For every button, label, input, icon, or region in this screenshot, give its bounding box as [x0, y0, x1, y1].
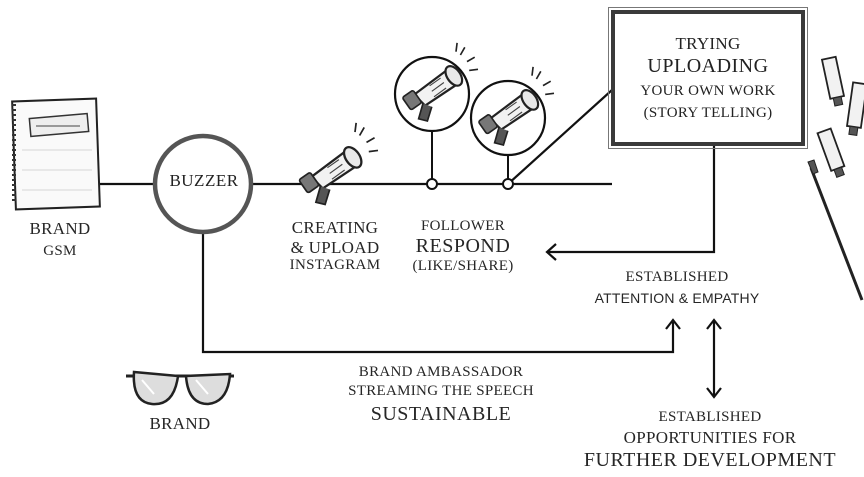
notebook-icon	[11, 97, 101, 211]
flow-line-diagonal	[507, 89, 613, 185]
ambassador-line-3: SUSTAINABLE	[370, 402, 512, 425]
buzzer-circle	[152, 133, 254, 235]
creating-label: CREATING & UPLOAD INSTAGRAM	[270, 218, 400, 274]
double-arrow-head-up	[706, 318, 722, 330]
follower-label: FOLLOWER RESPOND (LIKE/SHARE)	[398, 218, 528, 276]
ambassador-line-1: BRAND AMBASSADOR	[358, 364, 524, 380]
trying-box: TRYING UPLOADING YOUR OWN WORK (STORY TE…	[608, 7, 808, 149]
follower-node-2	[502, 178, 514, 190]
established-opportunities-label: ESTABLISHED OPPORTUNITIES FOR FURTHER DE…	[560, 409, 860, 472]
creating-line-1: CREATING	[291, 218, 379, 237]
brand-ambassador-label: BRAND AMBASSADOR STREAMING THE SPEECH SU…	[326, 364, 556, 426]
follower-line-1: FOLLOWER	[420, 218, 506, 234]
buzzer-label: BUZZER	[169, 171, 239, 190]
trying-line-3: YOUR OWN WORK	[640, 83, 776, 100]
attention-line-2: ATTENTION & EMPATHY	[594, 290, 760, 307]
opportunities-line-2: OPPORTUNITIES FOR	[623, 428, 797, 448]
respond-arrow-line	[548, 146, 716, 254]
ambassador-line	[201, 232, 675, 354]
trying-line-4: (STORY TELLING)	[643, 105, 773, 122]
established-attention-label: ESTABLISHED ATTENTION & EMPATHY	[562, 269, 792, 306]
glasses-icon	[126, 370, 234, 406]
paint-tube-icon	[816, 127, 846, 178]
paint-tube-icon	[845, 81, 864, 136]
brand-gsm-label: BRAND GSM	[14, 219, 106, 260]
creating-line-2: & UPLOAD	[290, 237, 380, 257]
megaphone-icon	[297, 121, 380, 206]
brand-glasses-label: BRAND	[149, 414, 211, 433]
brand-gsm-line-2: GSM	[43, 242, 77, 259]
opportunities-line-1: ESTABLISHED	[658, 409, 762, 425]
follower-line-3: (LIKE/SHARE)	[412, 258, 514, 275]
attention-line-1: ESTABLISHED	[625, 269, 729, 285]
paintbrush-icon	[807, 159, 864, 301]
attention-arrow-head	[665, 318, 681, 330]
trying-line-1: TRYING	[675, 34, 741, 53]
follower-line-2: RESPOND	[415, 235, 511, 258]
respond-arrow-head	[545, 243, 557, 261]
ambassador-line-2: STREAMING THE SPEECH	[348, 383, 534, 400]
paint-tube-icon	[820, 55, 846, 107]
follower-node-1	[426, 178, 438, 190]
creating-line-3: INSTAGRAM	[289, 257, 381, 274]
trying-line-2: UPLOADING	[647, 55, 769, 78]
opportunities-line-3: FURTHER DEVELOPMENT	[583, 448, 837, 471]
brand-gsm-line-1: BRAND	[29, 219, 91, 238]
double-arrow-head-down	[706, 387, 722, 399]
